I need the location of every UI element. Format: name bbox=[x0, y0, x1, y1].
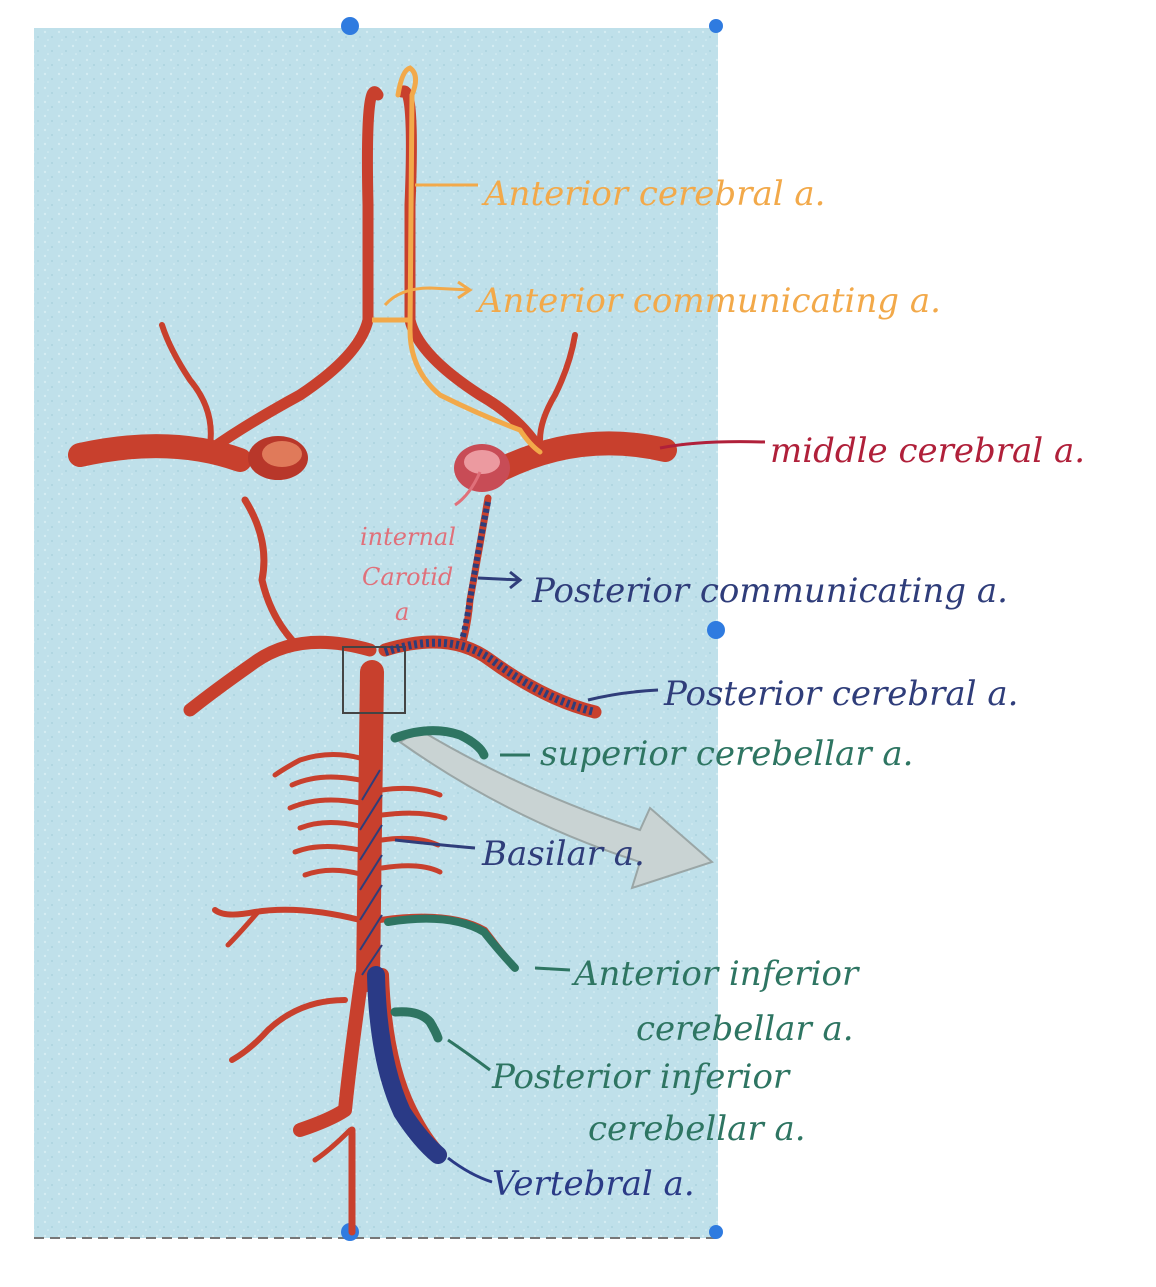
zoom-arrow bbox=[398, 728, 714, 890]
pica-highlight bbox=[390, 1007, 443, 1043]
basilar-hatching bbox=[359, 769, 383, 976]
posterior-cerebral-highlight bbox=[383, 638, 596, 716]
posterior-communicating-highlight bbox=[459, 501, 491, 641]
label-internal-carotid-line1: internal bbox=[360, 523, 456, 551]
leader-aica bbox=[534, 966, 571, 972]
pontine-left-3 bbox=[287, 797, 363, 811]
vertebral-branch-lower bbox=[312, 1127, 353, 1163]
leader-anterior-communicating bbox=[383, 280, 473, 307]
leader-middle-cerebral bbox=[659, 440, 766, 450]
leader-pica bbox=[447, 1038, 491, 1072]
label-posterior-cerebral: Posterior cerebral a. bbox=[663, 674, 1018, 714]
leader-vertebral bbox=[447, 1156, 493, 1184]
label-anterior-cerebral: Anterior cerebral a. bbox=[481, 174, 825, 214]
pontine-right-2 bbox=[379, 810, 448, 821]
anterior-cerebral-highlight bbox=[395, 65, 543, 455]
artery-tree bbox=[68, 85, 677, 1236]
label-pica-line2: cerebellar a. bbox=[588, 1109, 806, 1149]
aica-highlight bbox=[384, 914, 519, 972]
internal-carotid-right bbox=[454, 444, 510, 492]
middle-cerebral-right bbox=[488, 431, 677, 482]
resize-handle-top-right[interactable] bbox=[709, 19, 723, 33]
pontine-left-2 bbox=[289, 774, 363, 788]
pontine-left-6 bbox=[302, 867, 363, 878]
pica-left bbox=[229, 997, 348, 1063]
pontine-right-4 bbox=[379, 863, 443, 875]
basilar-selection-box bbox=[342, 646, 406, 714]
posterior-cerebral-left bbox=[183, 635, 377, 717]
label-anterior-communicating: Anterior communicating a. bbox=[475, 281, 941, 321]
label-basilar: Basilar a. bbox=[481, 834, 645, 874]
label-middle-cerebral: middle cerebral a. bbox=[770, 431, 1085, 471]
middle-cerebral-left bbox=[68, 434, 252, 472]
branch-right-upper bbox=[537, 332, 578, 443]
resize-handle-right[interactable] bbox=[707, 621, 725, 639]
leader-basilar bbox=[394, 838, 476, 850]
label-internal-carotid-line2: Carotid bbox=[362, 563, 453, 591]
basilar-artery bbox=[356, 660, 384, 992]
leader-posterior-cerebral bbox=[587, 688, 659, 702]
pontine-right-1 bbox=[379, 785, 443, 798]
label-internal-carotid-line3: a bbox=[395, 598, 409, 626]
branch-left-upper bbox=[159, 322, 214, 448]
anterior-cerebral-left bbox=[204, 86, 384, 456]
resize-handle-bottom-right[interactable] bbox=[709, 1225, 723, 1239]
label-posterior-communicating: Posterior communicating a. bbox=[531, 571, 1008, 611]
posterior-communicating-left bbox=[241, 496, 296, 644]
label-aica-line2: cerebellar a. bbox=[636, 1009, 854, 1049]
vertebral-highlight bbox=[367, 966, 447, 1164]
label-superior-cerebellar: superior cerebellar a. bbox=[540, 734, 913, 774]
label-aica-line1: Anterior inferior bbox=[571, 954, 860, 994]
pontine-left-4 bbox=[297, 820, 363, 831]
vertebral-left bbox=[293, 968, 369, 1137]
aica-left-sub bbox=[225, 909, 261, 948]
superior-cerebellar-highlight bbox=[390, 726, 489, 760]
pontine-left-5 bbox=[292, 843, 363, 855]
leader-posterior-communicating bbox=[477, 570, 523, 590]
leader-internal-carotid bbox=[454, 471, 482, 507]
pontine-left-1 bbox=[272, 752, 363, 778]
label-pica-line1: Posterior inferior bbox=[491, 1057, 791, 1097]
internal-carotid-left bbox=[248, 436, 308, 480]
label-vertebral: Vertebral a. bbox=[492, 1164, 695, 1204]
resize-handle-top[interactable] bbox=[341, 17, 359, 35]
